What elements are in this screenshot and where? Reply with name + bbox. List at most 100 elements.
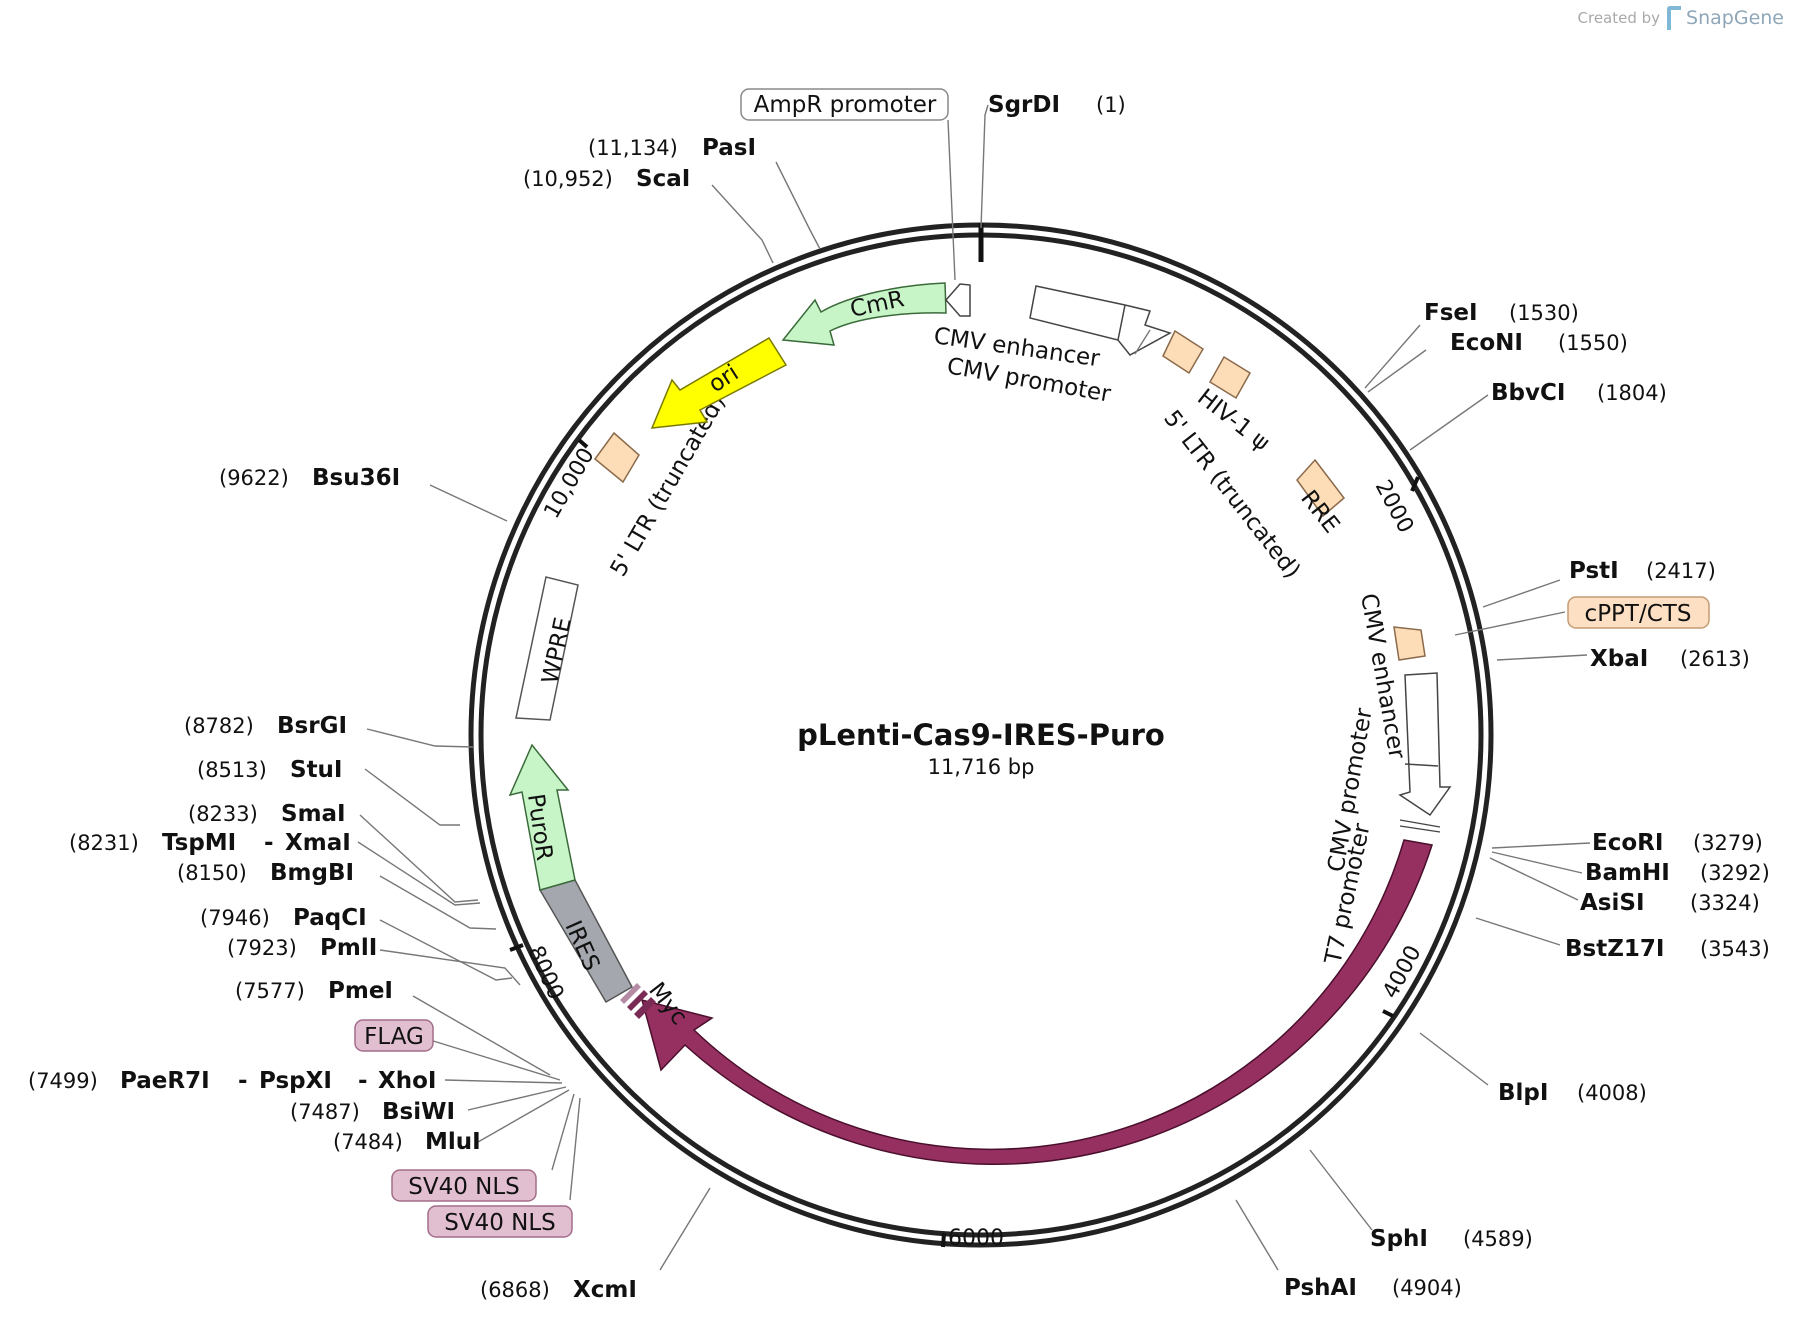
hiv-psi-box — [1208, 355, 1252, 400]
enzyme-blpi: BlpI — [1498, 1080, 1548, 1106]
pos-ecori: (3279) — [1693, 831, 1763, 855]
pos-pasi: (11,134) — [588, 136, 678, 160]
pos-sphi: (4589) — [1463, 1227, 1533, 1251]
line-pmli — [379, 949, 521, 986]
pos-bsiwi: (7487) — [290, 1100, 360, 1124]
line-sgrdi — [980, 104, 989, 229]
rre-box — [1296, 458, 1346, 518]
cmv-enhancer-promoter-arrow-2 — [1398, 672, 1452, 817]
dash-xmai: - — [264, 830, 274, 856]
pos-fsei: (1530) — [1509, 301, 1579, 325]
flag-label: FLAG — [364, 1024, 424, 1050]
flag-segment — [620, 983, 641, 1004]
enzyme-mlui: MluI — [425, 1129, 481, 1155]
pos-psti: (2417) — [1646, 559, 1716, 583]
tick-2000 — [1410, 476, 1420, 492]
enzyme-bsrgi: BsrGI — [277, 713, 347, 739]
enzyme-ecori: EcoRI — [1592, 830, 1663, 856]
enzyme-sgrdi: SgrDI — [988, 92, 1060, 118]
connector-lines — [357, 104, 1591, 1271]
enzyme-stui: StuI — [290, 757, 343, 783]
ampr-promoter-box — [740, 88, 949, 121]
enzyme-pasi: PasI — [702, 135, 756, 161]
line-cppt — [1454, 611, 1566, 636]
line-ampr-promoter — [947, 119, 956, 281]
flag-label-box — [354, 1019, 434, 1052]
pos-pshai: (4904) — [1392, 1276, 1462, 1300]
credit-brand: SnapGene — [1686, 7, 1784, 29]
pos-bamhi: (3292) — [1700, 861, 1770, 885]
tick-label-6000: 6000 — [948, 1226, 1004, 1251]
line-paqci — [379, 919, 513, 981]
enzyme-xcmi: XcmI — [573, 1277, 637, 1303]
cmr-arrow — [781, 282, 947, 346]
enzyme-xhoi: XhoI — [378, 1068, 436, 1094]
enzyme-pspxi: PspXI — [259, 1068, 332, 1094]
pos-xcmi: (6868) — [480, 1278, 550, 1302]
line-asisi — [1489, 857, 1579, 901]
plasmid-size: 11,716 bp — [928, 755, 1035, 779]
pos-paqci: (7946) — [200, 906, 270, 930]
line-flag — [429, 1039, 561, 1081]
line-cmv-ltr — [1134, 329, 1151, 355]
myc-segment — [634, 997, 656, 1019]
pos-blpi: (4008) — [1577, 1081, 1647, 1105]
pos-asisi: (3324) — [1690, 891, 1760, 915]
enzyme-econi: EcoNI — [1450, 330, 1523, 356]
ltr-right-box — [1162, 329, 1205, 375]
pos-bbvci: (1804) — [1597, 381, 1667, 405]
pos-bmgbi: (8150) — [177, 861, 247, 885]
cppt-label-box — [1567, 596, 1710, 629]
cppt-box — [1393, 626, 1426, 661]
enzyme-smai: SmaI — [281, 801, 346, 827]
pos-stui: (8513) — [197, 758, 267, 782]
tick-label-2000: 2000 — [1370, 476, 1418, 537]
t7-promoter-mark-2 — [1399, 825, 1441, 833]
sv40-nls-box-2 — [427, 1205, 573, 1238]
enzyme-bbvci: BbvCI — [1491, 380, 1565, 406]
sv40-nls-label-1: SV40 NLS — [408, 1174, 520, 1200]
enzyme-xmai: XmaI — [285, 830, 351, 856]
line-bstz17i — [1475, 917, 1561, 946]
line-paer7i — [444, 1079, 563, 1084]
enzyme-psti: PstI — [1569, 558, 1619, 584]
ampr-promoter-arrow — [945, 283, 971, 317]
pos-sgrdi: (1) — [1096, 93, 1126, 117]
pos-mlui: (7484) — [333, 1130, 403, 1154]
enzyme-bamhi: BamHI — [1585, 860, 1670, 886]
dash-xhoi: - — [358, 1068, 368, 1094]
line-bbvci — [1409, 394, 1489, 451]
line-xbai — [1496, 654, 1588, 661]
pos-econi: (1550) — [1558, 331, 1628, 355]
cmv-enhancer-promoter-arrow — [1029, 285, 1172, 356]
tick-6000 — [941, 1232, 946, 1248]
pos-bsu36i: (9622) — [219, 466, 289, 490]
ltr-left-box — [593, 431, 640, 484]
pos-xbai: (2613) — [1680, 647, 1750, 671]
line-pmei — [412, 995, 551, 1076]
cmr-label: CmR — [848, 286, 907, 323]
line-ecori — [1491, 842, 1591, 849]
pos-bsrgi: (8782) — [184, 714, 254, 738]
cas9-arrow — [640, 839, 1433, 1166]
enzyme-fsei: FseI — [1424, 300, 1478, 326]
line-econi — [1367, 349, 1427, 393]
line-pshai — [1235, 1199, 1279, 1271]
snapgene-credit: Created by SnapGene — [1578, 6, 1784, 30]
puror-arrow — [508, 743, 576, 891]
line-bmgbi — [379, 875, 497, 930]
pos-paer7i: (7499) — [28, 1069, 98, 1093]
line-sv40-1 — [551, 1093, 575, 1171]
enzyme-bstz17i: BstZ17I — [1565, 936, 1664, 962]
line-bsrgi — [366, 728, 474, 748]
ampr-promoter-label: AmpR promoter — [754, 92, 937, 118]
enzyme-bsu36i: Bsu36I — [312, 465, 400, 491]
pos-pmli: (7923) — [227, 936, 297, 960]
enzyme-bsiwi: BsiWI — [382, 1099, 455, 1125]
ori-arrow — [650, 336, 788, 429]
tick-10000 — [577, 438, 589, 449]
dash-pspxi: - — [238, 1068, 248, 1094]
boxed-labels: AmpR promoter cPPT/CTS FLAG SV40 NLS SV4… — [354, 88, 1710, 1238]
line-bsiwi — [467, 1086, 567, 1111]
